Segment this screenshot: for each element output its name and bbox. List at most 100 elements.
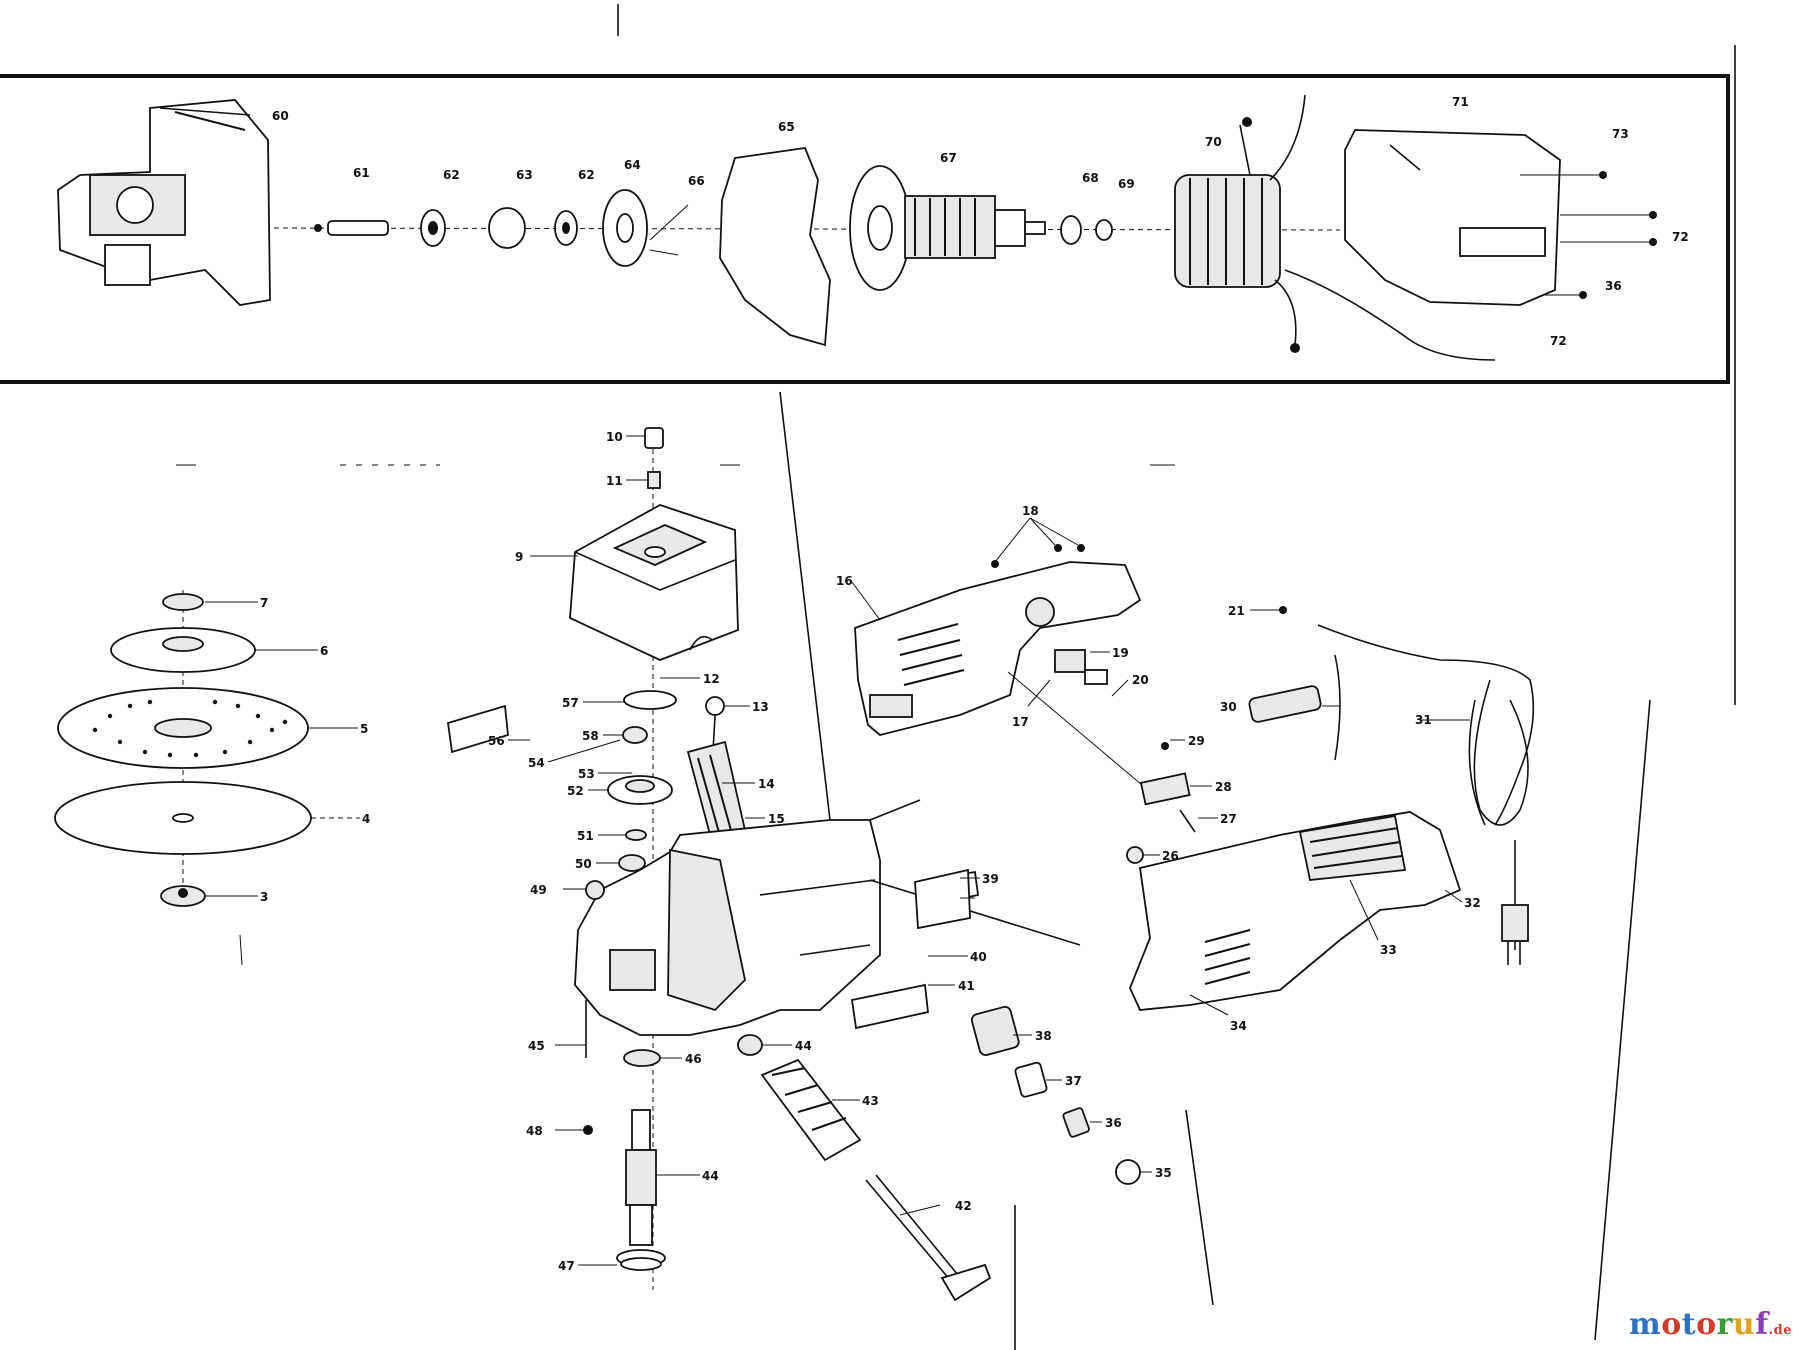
disc-part-numbers: 7 6 5 4 3: [260, 596, 370, 904]
part-number: 65: [778, 120, 795, 134]
part-number: 52: [567, 784, 584, 798]
part-number: 62: [443, 168, 460, 182]
center-part-numbers: 10 11 9 12 57 58 56 54 53 52 51 50 13 14…: [488, 430, 1172, 1273]
part-number: 61: [353, 166, 370, 180]
terminal-spring: [1179, 809, 1196, 833]
part-number: 37: [1065, 1074, 1082, 1088]
panel-frame: [0, 74, 1730, 384]
site-watermark: motoruf.de: [1629, 1307, 1792, 1342]
part-number: 72: [1672, 230, 1689, 244]
part-number: 21: [1228, 604, 1245, 618]
part-number: 45: [528, 1039, 545, 1053]
backing-disc-stack: [54, 590, 360, 907]
part-number: 69: [1118, 177, 1135, 191]
housing-screws: [1520, 171, 1657, 299]
part-number: 6: [320, 644, 328, 658]
top-spring: [647, 471, 661, 489]
part-number: 27: [1220, 812, 1237, 826]
brush-screw: [1115, 1159, 1141, 1185]
spacer-ring: [625, 829, 647, 841]
part-number: 42: [955, 1199, 972, 1213]
part-number: 44: [795, 1039, 812, 1053]
part-number: 48: [526, 1124, 543, 1138]
panel-part-numbers: 60 61 62 63 62 64 65 66 67 68 69 70 71 7…: [272, 95, 1689, 348]
part-number: 71: [1452, 95, 1469, 109]
armature-bearing: [1060, 215, 1082, 245]
switch: [1054, 649, 1086, 673]
part-number: 47: [558, 1259, 575, 1273]
spec-label: [914, 868, 971, 930]
part-number: 57: [562, 696, 579, 710]
part-number: 32: [1464, 896, 1481, 910]
part-number: 60: [272, 109, 289, 123]
part-number: 68: [1082, 171, 1099, 185]
part-number: 15: [768, 812, 785, 826]
center-leaders: [508, 435, 1152, 1266]
part-number: 67: [940, 151, 957, 165]
watermark-text: motoruf: [1628, 1307, 1769, 1342]
handle-half-upper: [854, 561, 1142, 736]
part-number: 9: [515, 550, 523, 564]
handle-nut: [1126, 846, 1144, 864]
bearing-flange: [602, 189, 689, 267]
gear-housing-body: [574, 391, 1081, 1036]
top-screw: [644, 427, 664, 449]
armature: [849, 165, 1046, 291]
o-ring: [623, 690, 677, 710]
part-number: 58: [582, 729, 599, 743]
motor-exploded-panel: [0, 74, 1730, 384]
part-number: 14: [758, 777, 775, 791]
part-number: 73: [1612, 127, 1629, 141]
gear-cover: [569, 504, 739, 661]
part-number: 50: [575, 857, 592, 871]
part-number: 64: [624, 158, 641, 172]
part-number: 17: [1012, 715, 1029, 729]
part-number: 11: [606, 474, 623, 488]
strain-relief: [1248, 685, 1322, 723]
motor-housing: [1344, 129, 1561, 306]
bearing-set: [420, 207, 578, 249]
part-number: 62: [578, 168, 595, 182]
part-number: 49: [530, 883, 547, 897]
part-number: 54: [528, 756, 545, 770]
part-number: 72: [1550, 334, 1567, 348]
part-number: 3: [260, 890, 268, 904]
handle-half-lower: [1129, 811, 1462, 1011]
gearbox-assembly: [447, 391, 1152, 1302]
part-number: 46: [685, 1052, 702, 1066]
warning-label: [850, 983, 929, 1030]
part-number: 51: [577, 829, 594, 843]
part-number: 70: [1205, 135, 1222, 149]
eye-bolt: [705, 696, 725, 716]
part-number: 5: [360, 722, 368, 736]
part-number: 35: [1155, 1166, 1172, 1180]
part-number: 26: [1162, 849, 1179, 863]
part-number: 19: [1112, 646, 1129, 660]
part-number: 36: [1605, 279, 1622, 293]
part-number: 36: [1105, 1116, 1122, 1130]
part-number: 4: [362, 812, 370, 826]
part-number: 56: [488, 734, 505, 748]
page-edge-marks: [176, 4, 1736, 1350]
rating-label: [447, 704, 509, 754]
armature-washer: [1095, 219, 1113, 241]
handle-assembly: [851, 517, 1535, 1016]
part-number: 38: [1035, 1029, 1052, 1043]
right-part-numbers: 18 16 17 19 20 21 30 31 29 28 27 26 32 3…: [836, 504, 1481, 1033]
part-number: 29: [1188, 734, 1205, 748]
part-number: 16: [836, 574, 853, 588]
part-number: 31: [1415, 713, 1432, 727]
clamping-nut: [162, 593, 204, 611]
part-number: 20: [1132, 673, 1149, 687]
spindle-shaft: [314, 220, 389, 236]
gear-head-housing: [57, 99, 271, 306]
power-cord: [1250, 606, 1535, 965]
part-number: 10: [606, 430, 623, 444]
brush-spring: [1062, 1107, 1090, 1138]
brush-cap: [1014, 1061, 1048, 1098]
switch-lever: [1084, 669, 1108, 685]
vent-screw: [585, 880, 605, 900]
part-number: 43: [862, 1094, 879, 1108]
